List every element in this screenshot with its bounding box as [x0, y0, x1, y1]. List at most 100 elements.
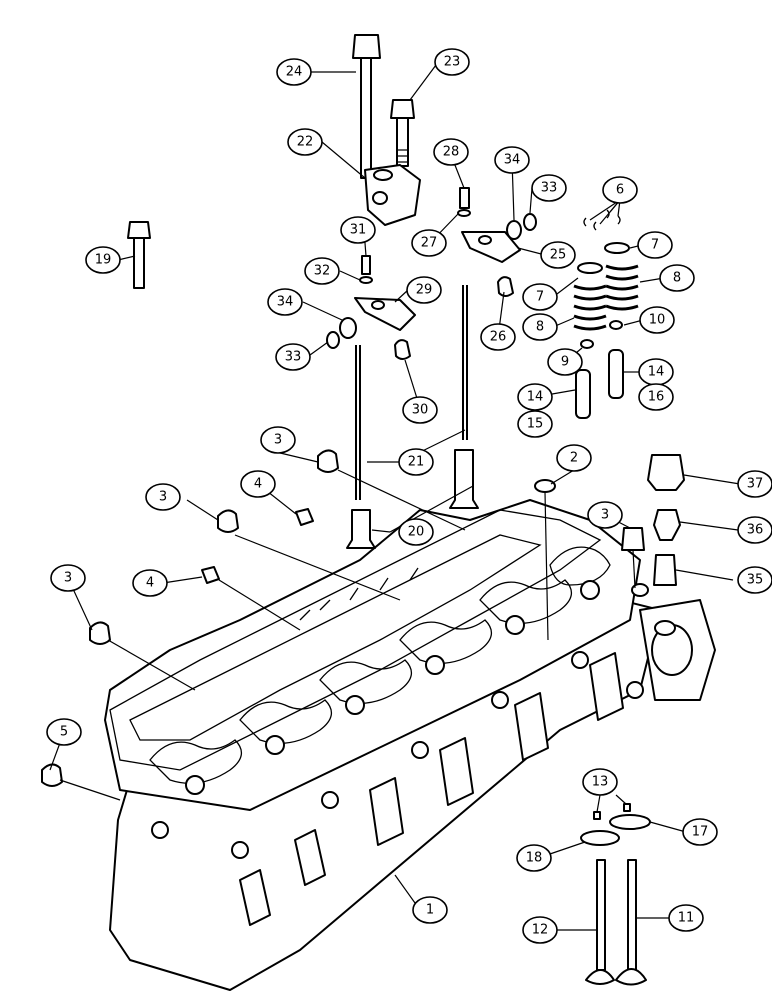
short-bolt	[390, 99, 415, 167]
callout-c22: 22	[287, 128, 323, 156]
callout-number: 10	[649, 313, 666, 328]
callout-c13: 13	[582, 768, 618, 796]
callout-number: 20	[408, 525, 425, 540]
callout-number: 24	[286, 65, 303, 80]
callout-number: 11	[678, 911, 695, 926]
callout-bubble	[480, 323, 516, 351]
callout-number: 17	[692, 825, 709, 840]
seat-ring-18	[580, 830, 620, 846]
callout-bubble	[398, 448, 434, 476]
callout-c35: 35	[737, 566, 772, 594]
callout-bubble	[737, 470, 772, 498]
callout-bubble	[682, 818, 718, 846]
valve-seal-10	[609, 320, 623, 330]
callout-bubble	[637, 231, 673, 259]
callout-bubble	[737, 516, 772, 544]
callout-c3a: 3	[260, 426, 296, 454]
callout-c7a: 7	[637, 231, 673, 259]
washer-33-left	[326, 331, 340, 349]
callout-c15: 15	[517, 410, 553, 438]
callouts: 1233334456778891011121314141516171819202…	[46, 48, 772, 944]
callout-c1: 1	[412, 896, 448, 924]
callout-c23: 23	[434, 48, 470, 76]
rocker-lever-left	[354, 297, 416, 331]
callout-number: 34	[504, 153, 521, 168]
seat-ring-17	[609, 814, 651, 830]
callout-bubble	[46, 718, 82, 746]
callout-bubble	[398, 518, 434, 546]
callout-c33b: 33	[275, 343, 311, 371]
callout-number: 6	[616, 183, 624, 198]
callout-number: 14	[648, 365, 665, 380]
callout-number: 19	[95, 253, 112, 268]
callout-number: 36	[747, 523, 764, 538]
callout-c5: 5	[46, 718, 82, 746]
washer-34-right	[506, 220, 522, 240]
valve-keepers	[583, 209, 621, 231]
callout-bubble	[260, 426, 296, 454]
callout-number: 16	[648, 390, 665, 405]
callout-number: 25	[550, 248, 567, 263]
callout-number: 3	[64, 571, 72, 586]
callout-c6: 6	[602, 176, 638, 204]
callout-number: 3	[601, 508, 609, 523]
callout-c2: 2	[556, 444, 592, 472]
callout-bubble	[582, 768, 618, 796]
adjusting-screw	[457, 187, 471, 217]
callout-c24: 24	[276, 58, 312, 86]
callout-number: 33	[285, 350, 302, 365]
valve-springs	[573, 264, 639, 331]
callout-bubble	[85, 246, 121, 274]
callout-c19: 19	[85, 246, 121, 274]
callout-bubble	[602, 176, 638, 204]
callout-c10: 10	[639, 306, 675, 334]
callout-c28: 28	[433, 138, 469, 166]
plugs	[41, 449, 645, 787]
callout-number: 2	[570, 451, 578, 466]
callout-c4b: 4	[132, 569, 168, 597]
callout-bubble	[240, 470, 276, 498]
callout-c31: 31	[340, 216, 376, 244]
callout-number: 33	[541, 181, 558, 196]
callout-bubble	[540, 241, 576, 269]
callout-bubble	[275, 343, 311, 371]
callout-number: 14	[527, 390, 544, 405]
callout-bubble	[340, 216, 376, 244]
tappets	[346, 449, 479, 549]
flange-bolt	[127, 221, 151, 289]
push-rods	[355, 285, 468, 500]
callout-number: 7	[651, 238, 659, 253]
callout-bubble	[516, 844, 552, 872]
callout-number: 8	[536, 320, 544, 335]
sensor-fittings	[647, 454, 685, 586]
callout-c37: 37	[737, 470, 772, 498]
callout-c29: 29	[406, 276, 442, 304]
callout-c33a: 33	[531, 174, 567, 202]
callout-c3b: 3	[145, 483, 181, 511]
callout-c14b: 14	[517, 383, 553, 411]
callout-bubble	[638, 383, 674, 411]
callout-c18: 18	[516, 844, 552, 872]
washer-33-right	[523, 213, 537, 231]
spring-retainer-left	[577, 262, 603, 274]
callout-bubble	[267, 288, 303, 316]
callout-number: 5	[60, 725, 68, 740]
callout-bubble	[494, 146, 530, 174]
callout-number: 28	[443, 145, 460, 160]
callout-bubble	[522, 313, 558, 341]
callout-c4a: 4	[240, 470, 276, 498]
callout-bubble	[522, 283, 558, 311]
callout-number: 27	[421, 236, 438, 251]
callout-c34b: 34	[267, 288, 303, 316]
callout-c36: 36	[737, 516, 772, 544]
callout-number: 18	[526, 851, 543, 866]
callout-number: 8	[673, 271, 681, 286]
callout-bubble	[411, 229, 447, 257]
callout-c7b: 7	[522, 283, 558, 311]
callout-c21: 21	[398, 448, 434, 476]
callout-number: 32	[314, 264, 331, 279]
callout-bubble	[547, 348, 583, 376]
callout-number: 13	[592, 775, 609, 790]
